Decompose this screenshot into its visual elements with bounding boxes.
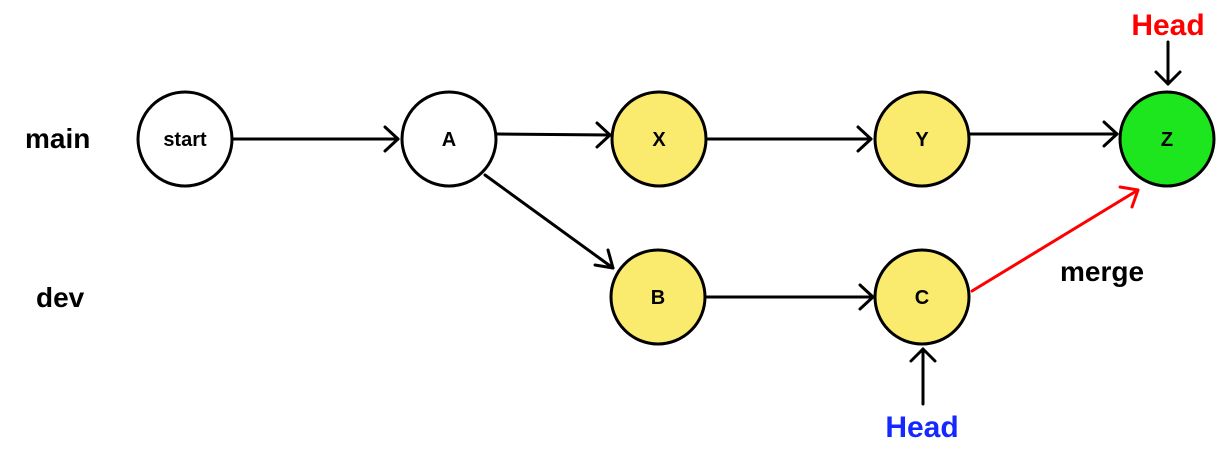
head-label-dev: Head xyxy=(885,411,958,444)
head-label-main: Head xyxy=(1131,9,1204,42)
edge-a-b xyxy=(483,173,615,270)
head-pointer-dev-arrowhead xyxy=(909,347,937,363)
commit-label-c: C xyxy=(915,287,929,309)
commit-node-b xyxy=(609,248,707,346)
branch-label-main: main xyxy=(25,123,90,154)
commit-label-z: Z xyxy=(1161,129,1173,151)
arrowhead-a-b xyxy=(593,248,615,270)
arrowhead-b-c xyxy=(858,283,875,311)
commit-node-x xyxy=(610,90,708,188)
branch-label-dev: dev xyxy=(36,282,85,313)
commit-label-x: X xyxy=(652,129,666,151)
commit-label-a: A xyxy=(442,129,456,151)
merge-label: merge xyxy=(1060,256,1144,287)
edge-a-x xyxy=(495,132,612,137)
head-pointer-main-arrowhead xyxy=(1154,70,1182,86)
commit-node-a xyxy=(400,90,498,188)
commit-label-y: Y xyxy=(915,129,929,151)
commit-node-start xyxy=(136,90,234,188)
arrowhead-y-z xyxy=(1102,120,1119,148)
commit-node-z xyxy=(1118,90,1216,188)
commit-node-y xyxy=(873,90,971,188)
merge-edge-arrowhead xyxy=(1118,185,1140,209)
commit-label-start: start xyxy=(163,129,207,151)
arrowhead-x-y xyxy=(856,125,873,153)
merge-edge-c-z xyxy=(970,188,1140,293)
commit-node-c xyxy=(873,248,971,346)
arrowhead-a-x xyxy=(595,121,612,149)
arrowhead-start-a xyxy=(383,125,400,153)
commit-label-b: B xyxy=(651,287,665,309)
